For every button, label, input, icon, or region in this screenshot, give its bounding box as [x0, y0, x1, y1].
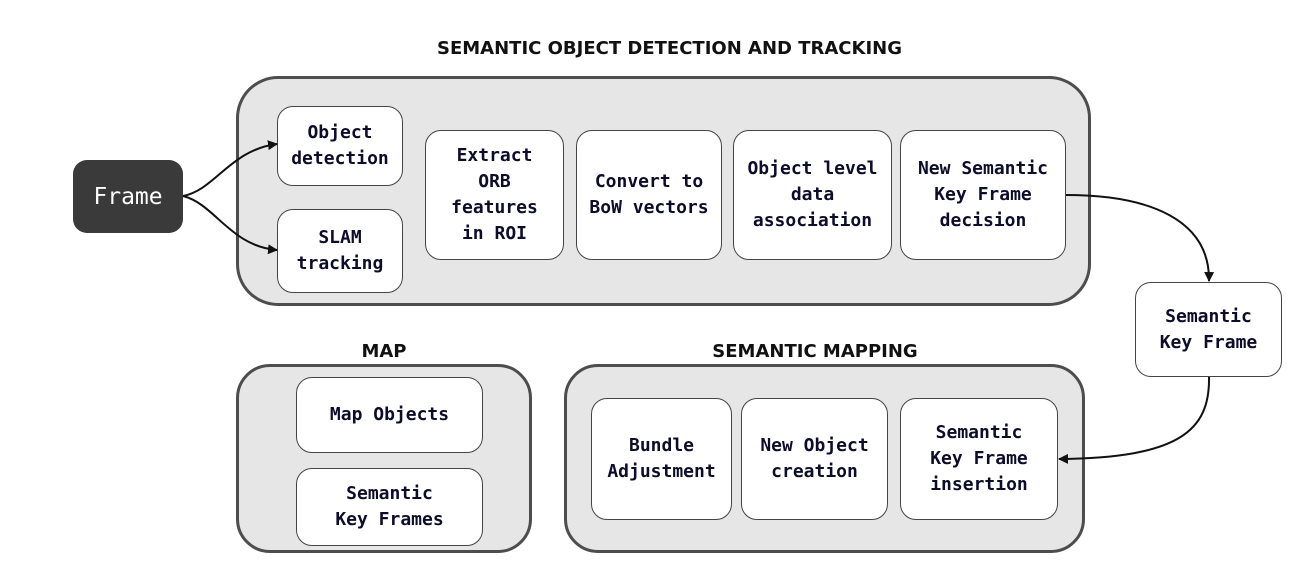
new-object-creation-box: New Object creation — [741, 398, 888, 520]
keyframe-insertion-box: Semantic Key Frame insertion — [900, 398, 1058, 520]
extract-orb-box: Extract ORB features in ROI — [425, 130, 564, 260]
map-objects-box: Map Objects — [296, 377, 483, 453]
slam-tracking-box: SLAM tracking — [277, 209, 403, 293]
arrow-decision-to-semantic-key-frame — [1065, 194, 1215, 282]
arrow-frame-to-slam-tracking — [182, 195, 278, 255]
convert-bow-box: Convert to BoW vectors — [576, 130, 722, 260]
frame-node: Frame — [73, 160, 183, 233]
semantic-key-frame-box: Semantic Key Frame — [1135, 282, 1282, 377]
semantic-mapping-title: SEMANTIC MAPPING — [712, 341, 918, 362]
detection-tracking-title: SEMANTIC OBJECT DETECTION AND TRACKING — [437, 38, 902, 59]
arrow-semantic-key-frame-to-insertion — [1058, 376, 1211, 464]
object-detection-box: Object detection — [277, 106, 403, 186]
semantic-key-frames-box: Semantic Key Frames — [296, 468, 483, 546]
arrow-frame-to-object-detection — [182, 140, 278, 197]
bundle-adjustment-box: Bundle Adjustment — [591, 398, 732, 520]
object-association-box: Object level data association — [733, 130, 892, 260]
map-title: MAP — [361, 341, 407, 362]
new-keyframe-decision-box: New Semantic Key Frame decision — [900, 130, 1066, 260]
